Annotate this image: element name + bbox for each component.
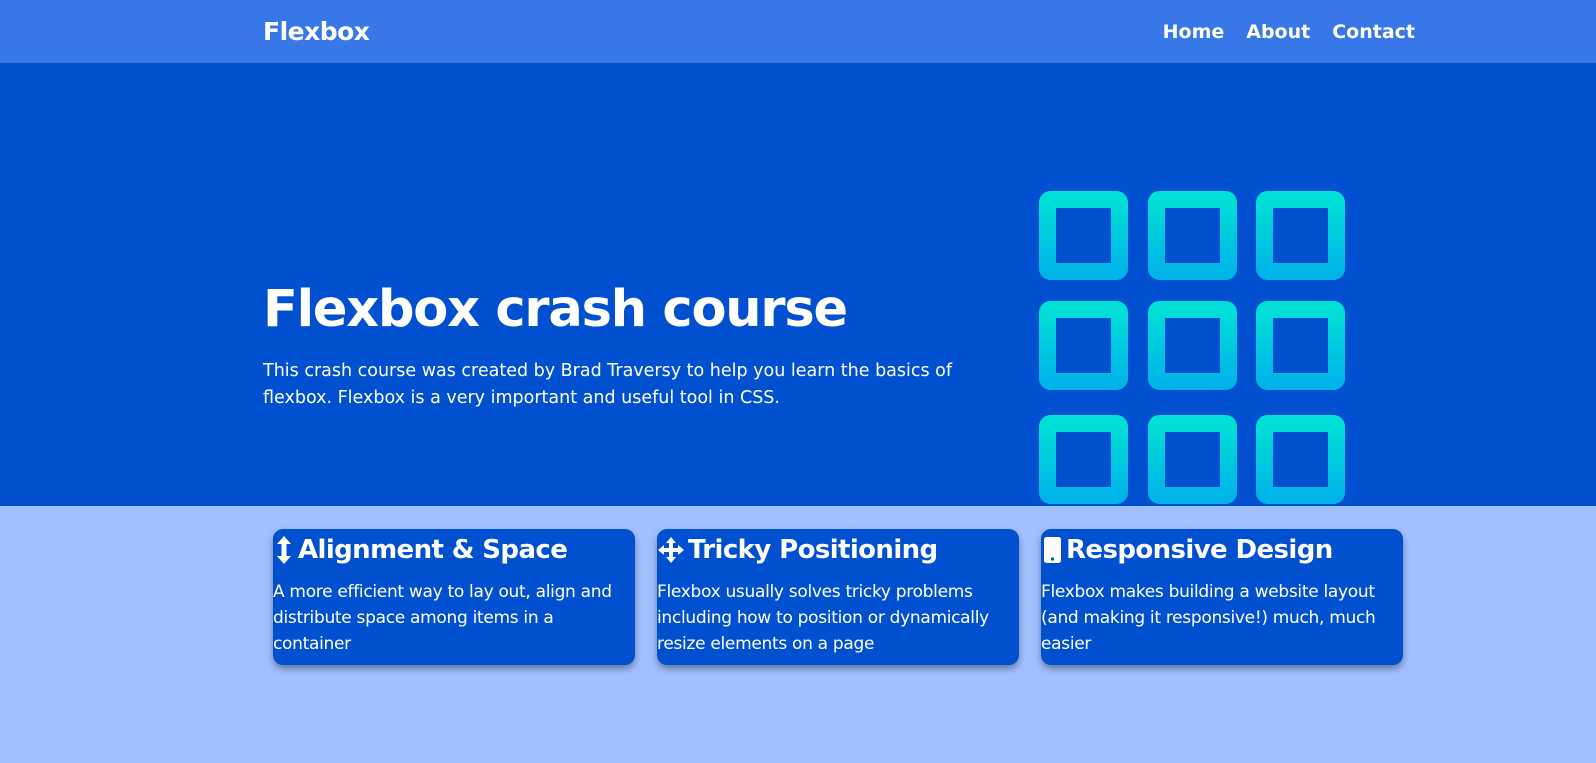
feature-card-text: Flexbox usually solves tricky problems i… xyxy=(657,582,989,654)
feature-card-header: Tricky Positioning xyxy=(657,529,1019,569)
navbar-container: Flexbox Home About Contact xyxy=(263,0,1415,63)
grid-icon xyxy=(1039,191,1345,504)
nav-link-contact[interactable]: Contact xyxy=(1332,20,1415,43)
feature-card-title: Tricky Positioning xyxy=(688,535,938,565)
features-section: Alignment & Space A more efficient way t… xyxy=(273,529,1403,665)
mobile-phone-icon xyxy=(1041,535,1063,565)
feature-card-header: Alignment & Space xyxy=(273,529,635,569)
feature-card-responsive: Responsive Design Flexbox makes building… xyxy=(1041,529,1403,665)
move-arrows-icon xyxy=(657,535,685,565)
feature-card-alignment: Alignment & Space A more efficient way t… xyxy=(273,529,635,665)
feature-card-text: Flexbox makes building a website layout … xyxy=(1041,582,1376,654)
nav-link-home[interactable]: Home xyxy=(1162,20,1225,43)
nav-item-about: About xyxy=(1246,21,1310,43)
feature-card-title: Responsive Design xyxy=(1066,535,1333,565)
navbar: Flexbox Home About Contact xyxy=(0,0,1596,63)
feature-card-title: Alignment & Space xyxy=(298,535,568,565)
hero-text: Flexbox crash course This crash course w… xyxy=(263,279,983,412)
nav-item-contact: Contact xyxy=(1332,21,1415,43)
nav-item-home: Home xyxy=(1163,21,1225,43)
vertical-arrows-icon xyxy=(273,535,295,565)
feature-card-positioning: Tricky Positioning Flexbox usually solve… xyxy=(657,529,1019,665)
feature-card-text: A more efficient way to lay out, align a… xyxy=(273,582,612,654)
nav-link-about[interactable]: About xyxy=(1246,20,1311,43)
feature-card-header: Responsive Design xyxy=(1041,529,1403,569)
hero-title: Flexbox crash course xyxy=(263,280,848,339)
brand-logo[interactable]: Flexbox xyxy=(263,17,370,46)
hero-section: Flexbox crash course This crash course w… xyxy=(0,63,1596,506)
nav-links: Home About Contact xyxy=(1163,21,1415,43)
hero-description: This crash course was created by Brad Tr… xyxy=(263,361,953,409)
